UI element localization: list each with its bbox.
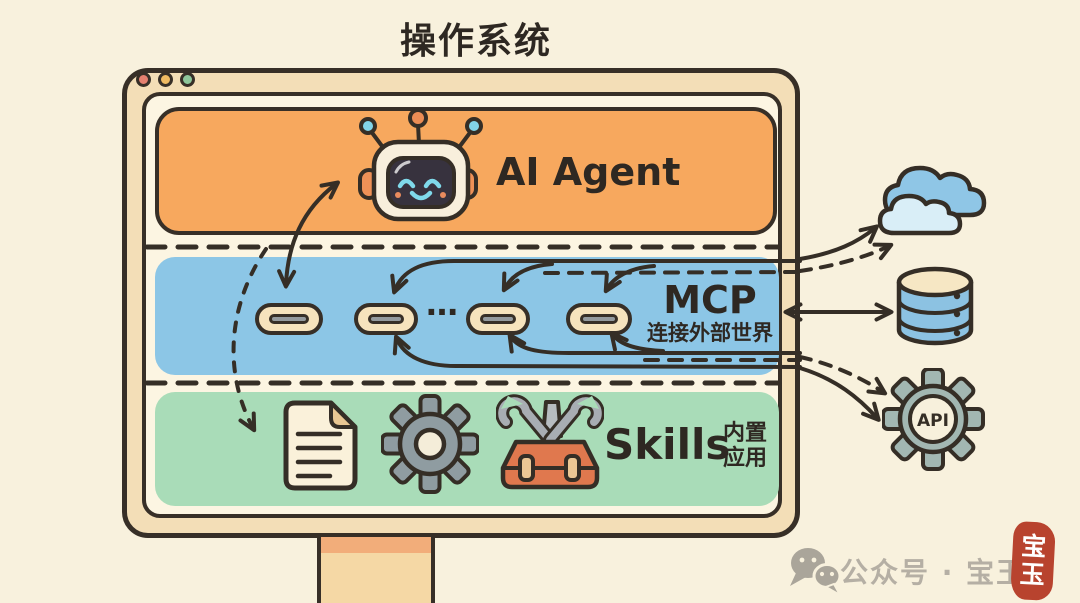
mcp-label: MCP — [663, 278, 757, 322]
gear-icon — [381, 394, 479, 494]
api-label: API — [917, 411, 949, 431]
arrow-to-api-solid — [798, 366, 881, 422]
toolbox-icon — [496, 394, 604, 490]
stand-shadow — [321, 537, 431, 553]
skills-sublabel-line2: 应用 — [722, 446, 767, 471]
port-slot — [480, 314, 516, 324]
mcp-port-2 — [354, 303, 418, 335]
port-slot — [580, 314, 618, 324]
robot-icon — [358, 108, 483, 222]
ports-ellipsis: … — [426, 285, 458, 323]
watermark-text: 公众号 · 宝玉 — [840, 556, 1027, 589]
seal-char-1: 宝 — [1020, 531, 1048, 562]
mcp-port-1 — [255, 303, 323, 335]
skills-sublabel-line1: 内置 — [722, 421, 767, 446]
mcp-port-3 — [466, 303, 530, 335]
database-icon — [896, 266, 974, 346]
cloud-icon — [877, 165, 987, 236]
mcp-label-block: MCP 连接外部世界 — [628, 280, 792, 345]
traffic-light-yellow — [158, 72, 173, 87]
api-gear-icon: API — [882, 368, 985, 471]
port-slot — [368, 314, 404, 324]
page-title: 操作系统 — [399, 21, 552, 62]
arrow-to-api-dashed — [798, 355, 888, 396]
agent-label: AI Agent — [496, 150, 681, 194]
traffic-light-red — [136, 72, 151, 87]
watermark-seal: 宝 玉 — [1009, 520, 1057, 602]
seal-char-2: 玉 — [1019, 559, 1046, 590]
document-icon — [283, 400, 358, 491]
port-slot — [269, 314, 309, 324]
skills-sublabel: 内置 应用 — [714, 421, 776, 471]
wechat-icon — [790, 548, 842, 596]
mcp-port-4 — [566, 303, 632, 335]
traffic-light-green — [180, 72, 195, 87]
skills-label: Skills — [604, 420, 731, 469]
arrow-to-cloud-dashed — [798, 242, 894, 273]
mcp-sublabel: 连接外部世界 — [647, 321, 773, 345]
monitor-stand — [317, 537, 435, 603]
